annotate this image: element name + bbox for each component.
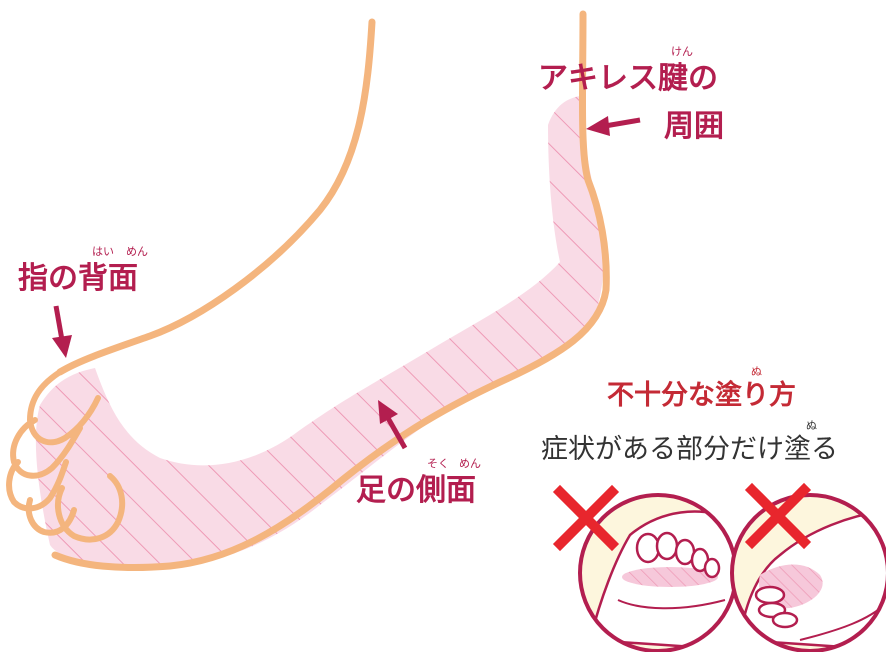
cross-mark-icon: [552, 484, 620, 552]
foot-side-ruby-1: そく: [427, 457, 449, 470]
arrow-foot-side: [378, 400, 408, 450]
foot-side-label: 足の側面: [356, 473, 476, 508]
achilles-label-line1: アキレス腱の: [538, 61, 718, 96]
toe-back-ruby-1: はい: [92, 245, 114, 258]
warning-title-ruby: ぬ: [751, 365, 762, 378]
toe-back-ruby-2: めん: [126, 245, 148, 258]
cross-mark-icon: [744, 482, 812, 550]
foot-outline: [56, 18, 376, 376]
warning-title: 不十分な塗り方: [607, 380, 796, 411]
arrow-achilles: [586, 116, 641, 136]
toes: [6, 369, 126, 543]
achilles-ruby: けん: [671, 45, 693, 58]
inset-wrong-application-2: [730, 493, 886, 652]
foot-side-ruby-2: めん: [459, 457, 481, 470]
warning-subtitle-ruby: ぬ: [806, 419, 817, 432]
side-of-foot-hatched-area: [35, 96, 604, 569]
warning-subtitle: 症状がある部分だけ塗る: [541, 434, 838, 465]
foot-outline-heel: [51, 10, 610, 572]
achilles-label-line2: 周囲: [664, 109, 724, 144]
inset-wrong-application-1: [578, 493, 738, 652]
arrow-toe-back: [52, 305, 72, 358]
toe-back-label: 指の背面: [18, 261, 138, 296]
